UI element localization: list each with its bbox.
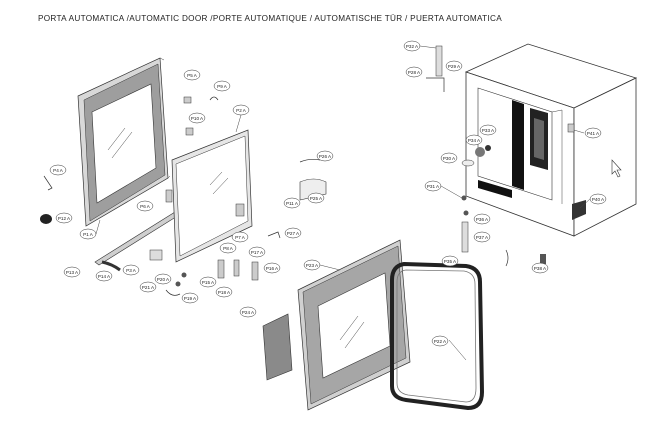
- svg-text:P37 A: P37 A: [476, 235, 489, 240]
- callout-p26: P26 A: [316, 150, 334, 162]
- svg-text:P26 A: P26 A: [319, 154, 332, 159]
- svg-text:P34 A: P34 A: [468, 138, 481, 143]
- callout-p8: P8 A: [219, 242, 237, 254]
- svg-text:P6 A: P6 A: [140, 204, 151, 209]
- callout-p15: P15 A: [199, 276, 217, 288]
- svg-text:P2 A: P2 A: [236, 108, 247, 113]
- callout-p31: P31 A: [424, 180, 442, 192]
- svg-text:P38 A: P38 A: [534, 266, 547, 271]
- callout-p41: P41 A: [584, 127, 602, 139]
- callout-p13: P13 A: [63, 266, 81, 278]
- callout-p14: P14 A: [95, 270, 113, 282]
- svg-text:P21 A: P21 A: [142, 285, 155, 290]
- door-gasket-part: [390, 261, 485, 411]
- svg-text:P27 A: P27 A: [287, 231, 300, 236]
- svg-text:P17 A: P17 A: [251, 250, 264, 255]
- oven-cabinet-part: [464, 43, 638, 237]
- callout-p25: P25 A: [307, 192, 325, 204]
- svg-text:P22 A: P22 A: [434, 339, 447, 344]
- callout-p35: P35 A: [441, 255, 459, 267]
- svg-text:P11 A: P11 A: [286, 201, 299, 206]
- callout-p21: P21 A: [139, 281, 157, 293]
- callout-p3: P3 A: [122, 264, 140, 276]
- callout-p36: P36 A: [473, 213, 491, 225]
- callout-p24: P24 A: [239, 306, 257, 318]
- svg-text:P28 A: P28 A: [408, 70, 421, 75]
- svg-text:P31 A: P31 A: [427, 184, 440, 189]
- bottom-bar-part: [94, 211, 180, 266]
- svg-text:P35 A: P35 A: [444, 259, 457, 264]
- svg-text:P19 A: P19 A: [184, 296, 197, 301]
- svg-text:P33 A: P33 A: [482, 128, 495, 133]
- callout-p4: P4 A: [49, 164, 67, 176]
- svg-text:P24 A: P24 A: [242, 310, 255, 315]
- callout-p30: P30 A: [440, 152, 458, 164]
- gray-panel-part: [262, 313, 293, 381]
- svg-text:P5 A: P5 A: [187, 73, 198, 78]
- callout-p28: P28 A: [405, 66, 423, 78]
- hinge-plate-part: [165, 189, 173, 203]
- callout-p33: P33 A: [479, 124, 497, 136]
- svg-text:P15 A: P15 A: [202, 280, 215, 285]
- callout-p5: P5 A: [183, 69, 201, 81]
- svg-text:P30 A: P30 A: [443, 156, 456, 161]
- door-frame-part: [77, 57, 171, 227]
- leader-lines: [95, 45, 591, 361]
- svg-text:P25 A: P25 A: [310, 196, 323, 201]
- svg-text:P29 A: P29 A: [448, 64, 461, 69]
- svg-text:P23 A: P23 A: [306, 263, 319, 268]
- callout-p17: P17 A: [248, 246, 266, 258]
- callout-p19: P19 A: [181, 292, 199, 304]
- callout-labels: P1 A P2 A P3 A P4 A P5 A P6 A P7 A P8 A …: [49, 40, 607, 347]
- glass-pane-part: [171, 129, 253, 263]
- small-parts: [40, 45, 586, 296]
- diagram-title: PORTA AUTOMATICA /AUTOMATIC DOOR /PORTE …: [38, 14, 503, 23]
- callout-p9: P9 A: [213, 80, 231, 92]
- svg-text:P7 A: P7 A: [235, 235, 246, 240]
- callout-p6: P6 A: [136, 200, 154, 212]
- callout-p10: P10 A: [188, 112, 206, 124]
- svg-text:P3 A: P3 A: [126, 268, 137, 273]
- callout-p1: P1 A: [79, 228, 97, 240]
- svg-text:P20 A: P20 A: [157, 277, 170, 282]
- callout-p20: P20 A: [154, 273, 172, 285]
- cursor-arrow-icon: [611, 159, 622, 178]
- callout-p32: P32 A: [403, 40, 421, 52]
- svg-text:P41 A: P41 A: [587, 131, 600, 136]
- svg-text:P9 A: P9 A: [217, 84, 228, 89]
- callout-p40: P40 A: [589, 193, 607, 205]
- callout-p7: P7 A: [231, 231, 249, 243]
- svg-text:P18 A: P18 A: [218, 290, 231, 295]
- callout-p16: P16 A: [263, 262, 281, 274]
- callout-p18: P18 A: [215, 286, 233, 298]
- svg-text:P8 A: P8 A: [223, 246, 234, 251]
- callout-p38: P38 A: [531, 262, 549, 274]
- front-door-part: [297, 239, 411, 411]
- callout-p23: P23 A: [303, 259, 321, 271]
- svg-text:P14 A: P14 A: [98, 274, 111, 279]
- callout-p12: P12 A: [55, 212, 73, 224]
- svg-text:P12 A: P12 A: [58, 216, 71, 221]
- svg-text:P16 A: P16 A: [266, 266, 279, 271]
- svg-text:P40 A: P40 A: [592, 197, 605, 202]
- svg-text:P36 A: P36 A: [476, 217, 489, 222]
- callout-p11: P11 A: [283, 197, 301, 209]
- callout-p27: P27 A: [284, 227, 302, 239]
- callout-p29: P29 A: [445, 60, 463, 72]
- svg-text:P13 A: P13 A: [66, 270, 79, 275]
- svg-text:P32 A: P32 A: [406, 44, 419, 49]
- svg-text:P4 A: P4 A: [53, 168, 64, 173]
- svg-text:P1 A: P1 A: [83, 232, 94, 237]
- callout-p22: P22 A: [431, 335, 449, 347]
- svg-text:P10 A: P10 A: [191, 116, 204, 121]
- callout-p34: P34 A: [465, 134, 483, 146]
- callout-p2: P2 A: [232, 104, 250, 116]
- callout-p37: P37 A: [473, 231, 491, 243]
